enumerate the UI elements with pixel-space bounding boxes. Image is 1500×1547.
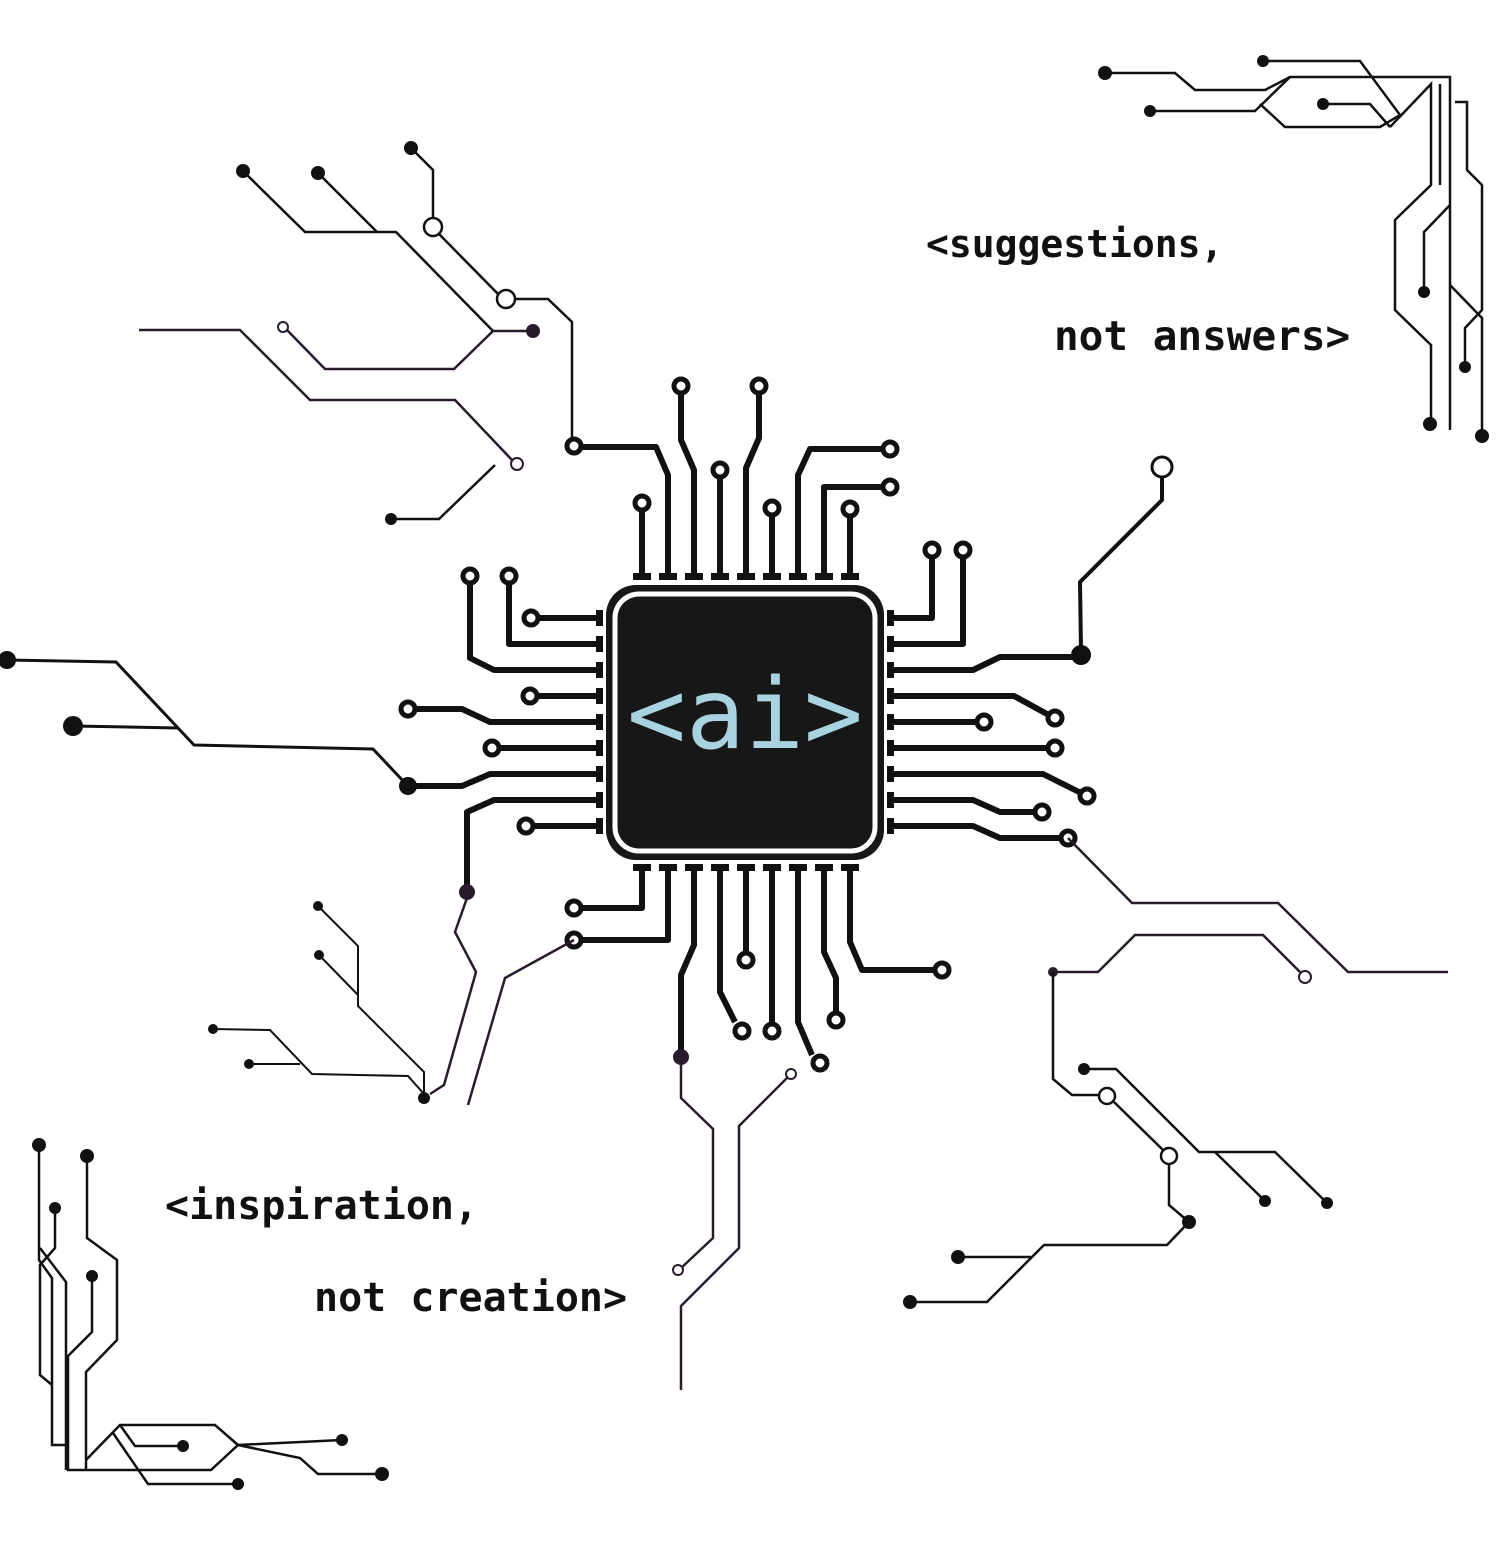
chip-pins [596, 573, 894, 871]
top-left-traces [139, 147, 574, 521]
lower-left-traces [212, 897, 575, 1106]
lower-right-traces [910, 972, 1328, 1304]
chip-trace-dots [399, 645, 1091, 1065]
right-trace-nodes [1048, 967, 1312, 984]
chip-white-ring [612, 591, 878, 854]
caption-top-right-line2: not answers> [1054, 312, 1351, 360]
cpu-chip: <ai> [606, 585, 884, 860]
bottom-left-corner-traces [37, 1145, 382, 1486]
caption-top-right-line1: <suggestions, [926, 222, 1224, 266]
caption-bottom-left-line2: not creation> [314, 1275, 628, 1321]
lower-right-trace-nodes [903, 1063, 1333, 1309]
bottom-center-trace-nodes [672, 1068, 797, 1276]
right-traces [1053, 837, 1448, 974]
left-trace-nodes [0, 651, 83, 736]
bottom-left-corner-nodes [32, 1138, 389, 1490]
chip-trace-terminals [398, 376, 1174, 1073]
chip-core [622, 601, 868, 844]
top-left-trace-nodes [236, 141, 540, 525]
chip-label: <ai> [627, 658, 863, 772]
caption-bottom-left-line1: <inspiration, [165, 1183, 479, 1229]
left-traces [6, 658, 408, 786]
chip-traces [416, 394, 1164, 1057]
lower-left-trace-nodes [208, 901, 430, 1104]
bottom-center-traces [678, 1064, 792, 1390]
top-right-corner-nodes [1098, 55, 1489, 443]
top-right-corner-traces [1105, 59, 1484, 436]
